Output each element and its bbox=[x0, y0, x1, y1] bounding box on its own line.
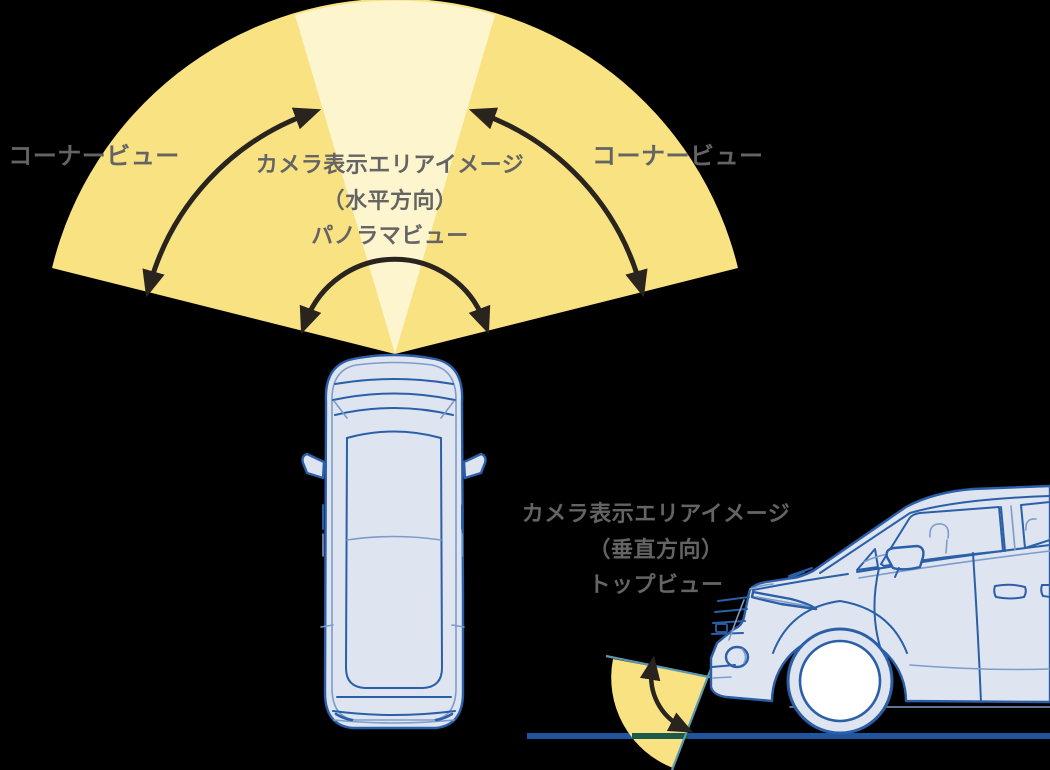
fender-crease bbox=[772, 599, 908, 654]
ground-line bbox=[527, 733, 1050, 739]
left-mirror bbox=[301, 452, 326, 480]
right-mirror bbox=[462, 452, 487, 480]
windshield-line-top bbox=[332, 392, 456, 401]
b-pillar bbox=[1000, 506, 1006, 552]
horizontal-area-label: カメラ表示エリアイメージ （水平方向） パノラマビュー bbox=[242, 147, 538, 254]
car-top-body bbox=[323, 353, 465, 730]
wiper bbox=[785, 567, 813, 580]
vertical-area-label-line2: （垂直方向） bbox=[588, 536, 724, 562]
corner-view-left-arrow bbox=[142, 107, 322, 298]
roof-panel bbox=[344, 430, 444, 689]
horizontal-fov-diagram bbox=[52, 0, 738, 354]
hood-crease bbox=[752, 573, 849, 591]
door-seam bbox=[972, 552, 982, 703]
corner-view-label-left: コーナービュー bbox=[8, 143, 180, 170]
vertical-fov-diagram bbox=[605, 654, 715, 770]
side-mirror bbox=[885, 544, 925, 571]
vertical-area-label-line1: カメラ表示エリアイメージ bbox=[521, 501, 791, 526]
corner-view-right-arrow bbox=[468, 107, 648, 298]
top-view-label: トップビュー bbox=[588, 572, 724, 597]
roof-inner-line bbox=[819, 495, 1050, 574]
grille-bars bbox=[711, 596, 750, 635]
corner-view-label-right: コーナービュー bbox=[592, 143, 764, 170]
front-door-seam bbox=[873, 567, 882, 651]
quarter-window bbox=[856, 548, 879, 571]
vertical-area-label: カメラ表示エリアイメージ （垂直方向） トップビュー bbox=[520, 496, 792, 603]
horizontal-area-label-line1: カメラ表示エリアイメージ bbox=[255, 152, 525, 177]
door-handles bbox=[993, 583, 1050, 600]
door-marks bbox=[322, 504, 463, 530]
horizontal-area-label-line2: （水平方向） bbox=[322, 187, 458, 213]
interior-details bbox=[863, 518, 1037, 563]
bumper-sensor bbox=[715, 623, 728, 633]
hood-line bbox=[334, 378, 454, 385]
windshield-line-bottom bbox=[334, 407, 454, 416]
fog-light bbox=[724, 645, 750, 669]
vertical-fov-arrow bbox=[639, 655, 694, 733]
ground-line-tinted-segment bbox=[632, 733, 688, 739]
panorama-view-label: パノラマビュー bbox=[311, 223, 469, 248]
car-side-view bbox=[709, 484, 1050, 735]
panorama-fov-wedge bbox=[295, 0, 495, 354]
car-top-view bbox=[301, 353, 487, 730]
panorama-view-arrow bbox=[299, 256, 491, 335]
wheel-hub bbox=[798, 639, 882, 723]
rear-door-window bbox=[1020, 501, 1050, 549]
